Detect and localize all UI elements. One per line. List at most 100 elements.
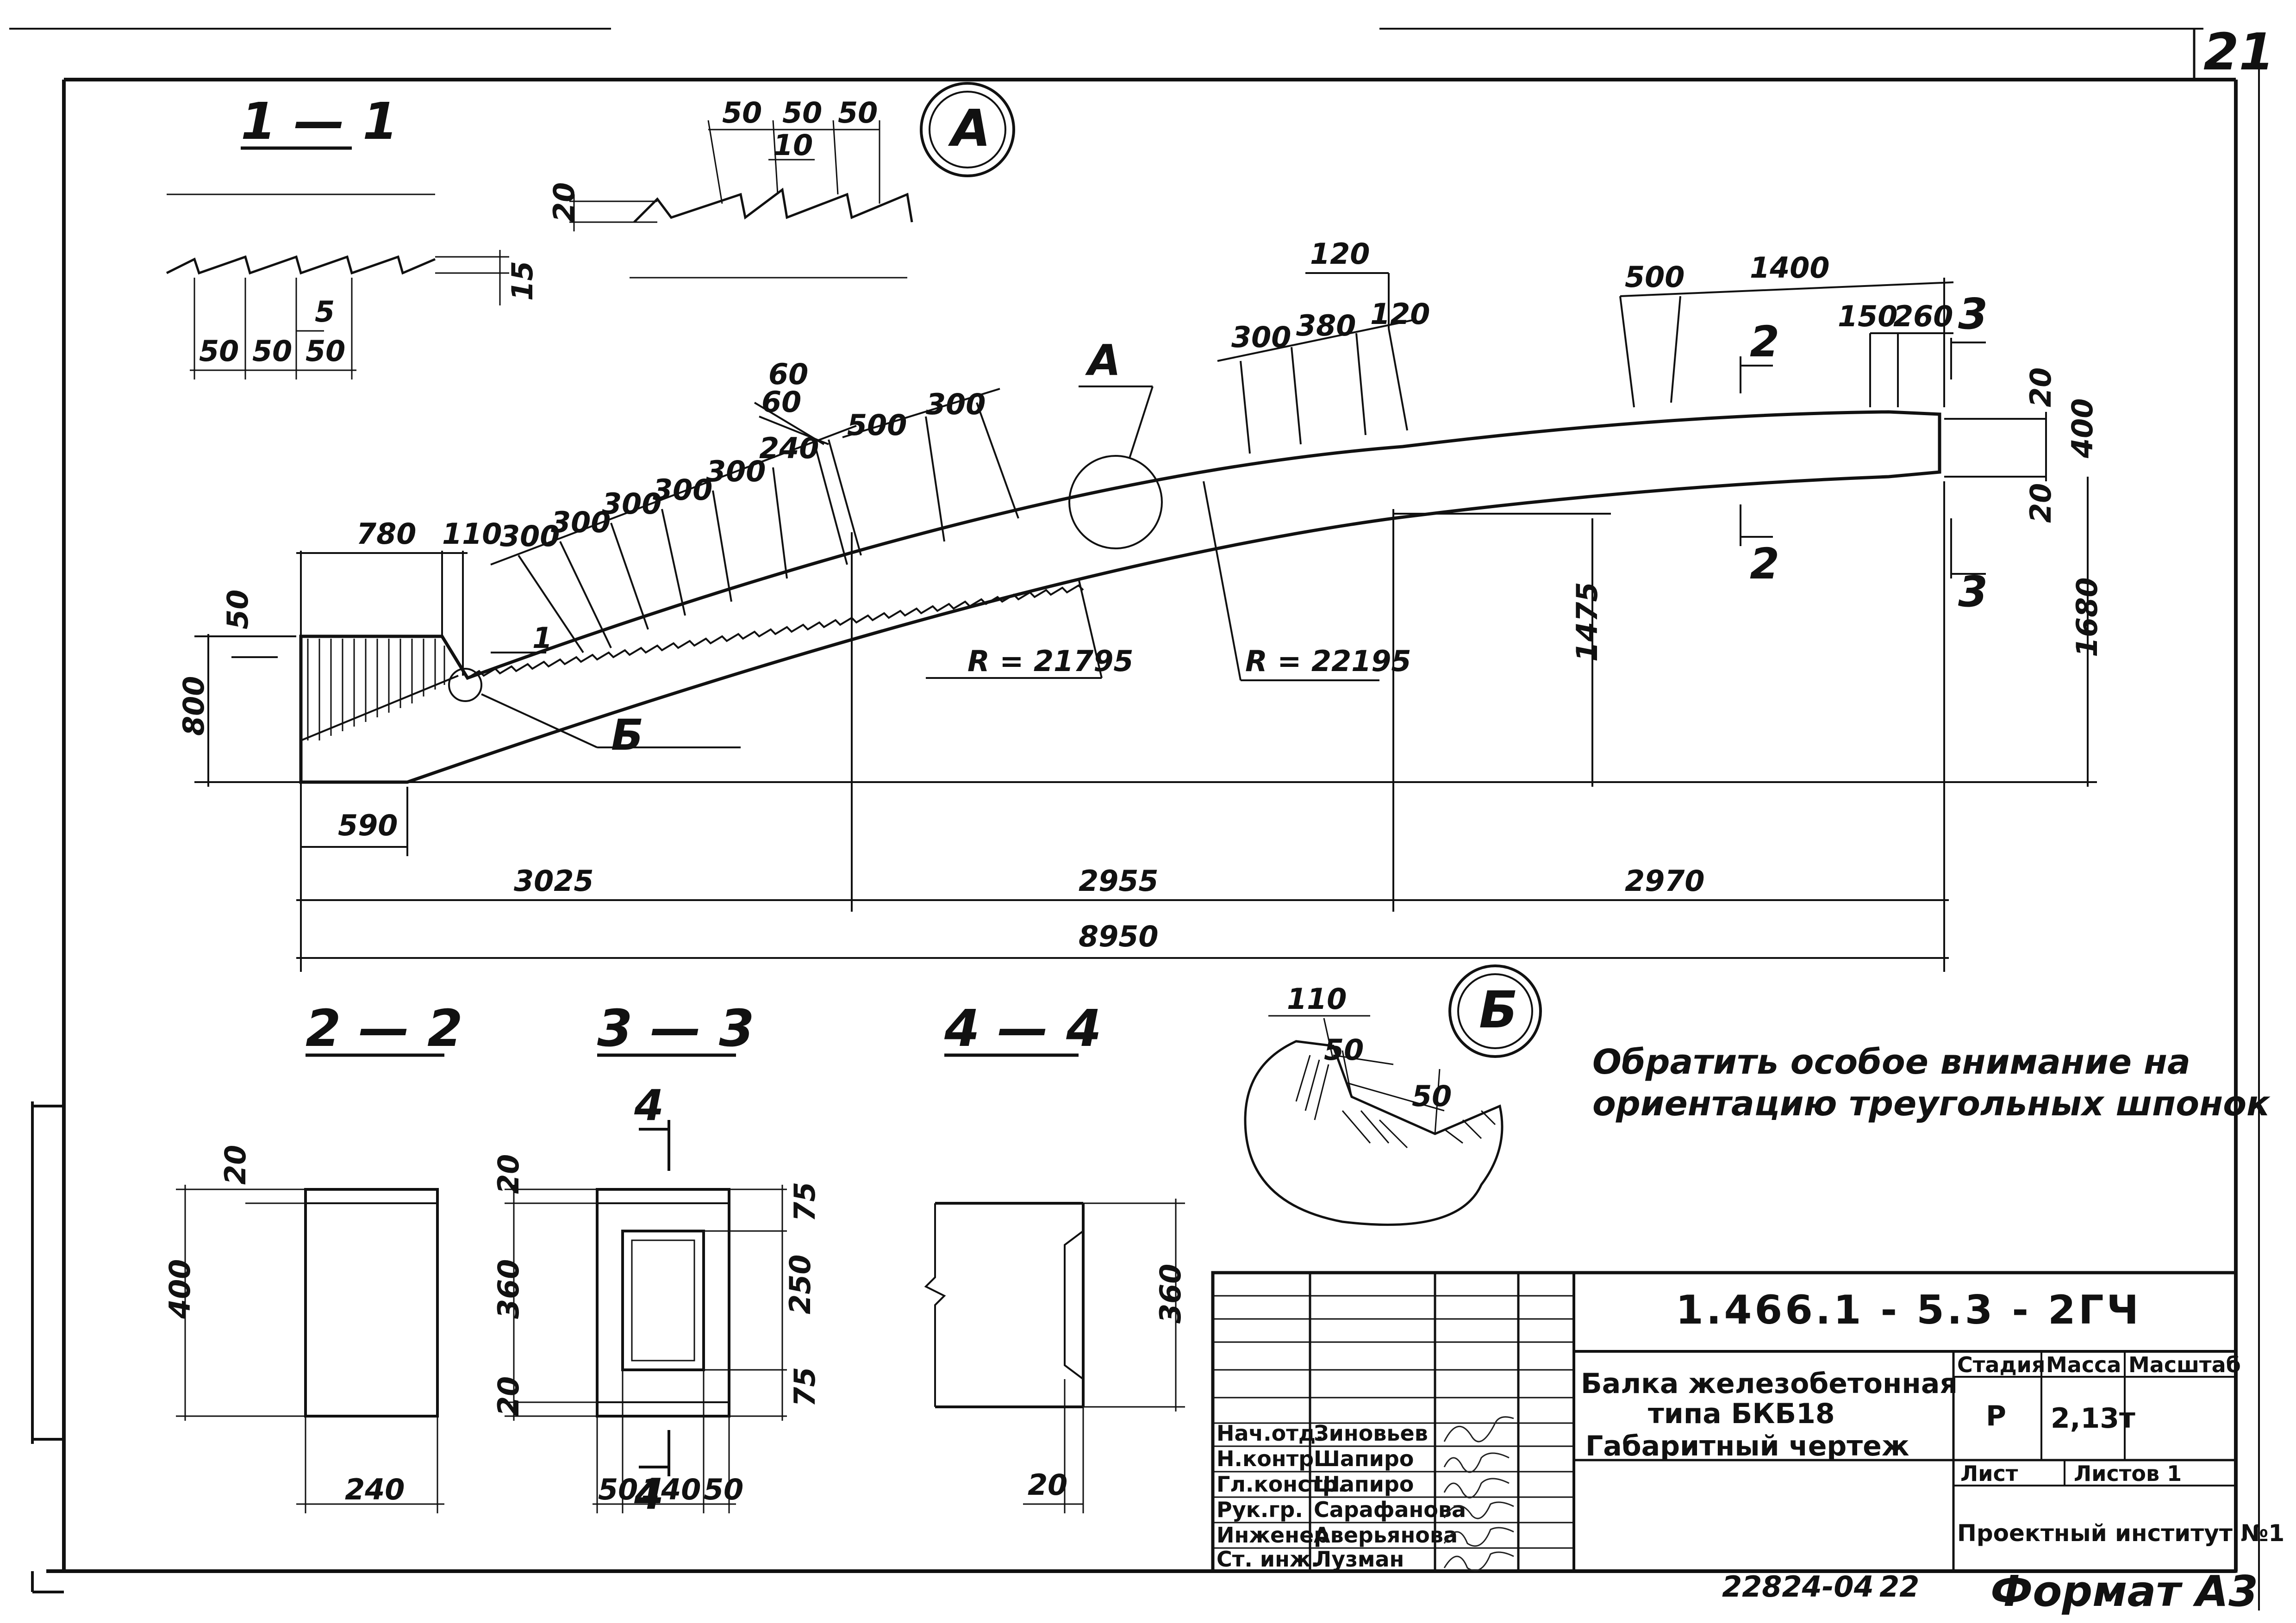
sec33-dim-w1: 50 (598, 1473, 638, 1506)
tb-code: 1.466.1 - 5.3 - 2ГЧ (1676, 1287, 2141, 1333)
cut-mark-1: 1 (532, 621, 552, 655)
dim-top-right-1: 500 (1625, 260, 1685, 294)
dim-top-right-2: 1400 (1750, 251, 1830, 285)
sec11-dim-3: 50 (306, 334, 345, 368)
detail-a-label: А (948, 99, 991, 158)
cut-mark-4-top: 4 (634, 1081, 664, 1130)
section-4-4 (924, 1053, 1185, 1513)
sec33-dim-bottom: 20 (492, 1376, 525, 1416)
footer-inventory: 22824-04 (1722, 1570, 1874, 1604)
tb-stage-value: Р (1986, 1400, 2006, 1432)
tb-role-3: Гл.констр. (1217, 1472, 1346, 1497)
tb-mass-value: 2,13т (2051, 1402, 2135, 1435)
dim-top-mid-2: 380 (1296, 309, 1356, 342)
tb-scale-label: Масштаб (2128, 1352, 2241, 1377)
footer-page: 22 (1879, 1570, 1919, 1604)
dim-seg1: 3025 (514, 864, 594, 898)
dim-top-left-4: 300 (653, 473, 712, 507)
dim-top-left-5: 300 (706, 454, 766, 488)
dim-top-left-2: 300 (551, 505, 611, 539)
dim-height-right: 1680 (2070, 577, 2104, 657)
section-title-2-2: 2 — 2 (306, 999, 463, 1058)
dim-left-notch: 110 (442, 517, 502, 551)
signatures (1443, 1416, 1514, 1572)
dim-left-bottom: 590 (338, 808, 398, 842)
dim-height-mid: 1475 (1570, 582, 1604, 662)
dim-height-end: 400 (2065, 398, 2099, 459)
detailB-dim-3: 50 (1412, 1079, 1452, 1113)
tb-name-person-4: Сарафанова (1314, 1497, 1466, 1522)
dim-top-left-7: 60 (768, 357, 808, 391)
tb-mass-label: Масса (2046, 1352, 2121, 1377)
dim-top-left-1: 300 (500, 519, 560, 553)
dim-top-left-6: 240 (759, 431, 819, 465)
sec44-dim-2: 20 (1028, 1468, 1067, 1502)
title-block (1211, 1271, 2238, 1573)
tb-name-1: Балка железобетонная (1581, 1368, 1958, 1400)
tb-sheets-label: Листов 1 (2074, 1461, 2182, 1486)
dim-seg3: 2970 (1625, 864, 1705, 898)
sec44-dim-1: 360 (1154, 1264, 1187, 1324)
tb-role-6: Ст. инж. (1217, 1547, 1319, 1572)
sec33-dim-w2: 140 (641, 1473, 701, 1506)
cut-mark-3-bottom: 3 (1958, 567, 1988, 616)
tb-name-person-3: Шапиро (1314, 1472, 1414, 1497)
callout-detail-a: А (1085, 336, 1121, 385)
detailA-dim-4: 10 (773, 128, 813, 162)
dim-top-left-10: 300 (926, 387, 986, 421)
detailB-dim-2: 50 (1324, 1033, 1364, 1067)
section-title-3-3: 3 — 3 (597, 999, 755, 1058)
sec22-dim-2: 400 (163, 1259, 197, 1319)
section-title-1-1: 1 — 1 (241, 92, 398, 151)
sec33-dim-height: 360 (492, 1259, 525, 1319)
main-dimension-lines (194, 272, 2097, 972)
dim-top-right-4: 260 (1893, 299, 1953, 333)
detailB-dim-1: 110 (1287, 982, 1347, 1016)
detailA-dim-5: 20 (547, 182, 581, 222)
cut-mark-2-bottom: 2 (1750, 539, 1779, 589)
beam-elevation (299, 410, 2046, 784)
tb-sheet-label: Лист (1960, 1461, 2018, 1486)
sec11-dim-2: 50 (252, 334, 292, 368)
sec33-dim-75-top: 75 (788, 1182, 822, 1222)
section-1-1 (166, 146, 509, 379)
tb-role-1: Нач.отд. (1217, 1421, 1323, 1446)
detailA-dim-2: 50 (782, 96, 822, 130)
dim-top-left-8: 60 (761, 385, 801, 419)
dim-top-left-3: 300 (602, 487, 661, 521)
tb-name-person-6: Лузман (1314, 1547, 1404, 1572)
dim-end-top: 20 (2024, 367, 2058, 407)
cut-mark-4-bottom: 4 (634, 1469, 664, 1519)
tb-name-3: Габаритный чертеж (1585, 1430, 1909, 1462)
callout-detail-b: Б (611, 710, 643, 760)
dim-end-bottom: 20 (2024, 483, 2058, 523)
sec22-dim-1: 20 (218, 1145, 252, 1185)
sheet-number: 21 (2203, 22, 2274, 81)
cut-mark-2-top: 2 (1750, 317, 1779, 367)
section-title-4-4: 4 — 4 (944, 999, 1102, 1058)
radius-outer: R = 22195 (1245, 644, 1411, 678)
dim-total: 8950 (1079, 920, 1159, 953)
sec33-dim-w3: 50 (704, 1473, 743, 1506)
tb-name-person-5: Аверьянова (1314, 1523, 1458, 1548)
radius-inner: R = 21795 (967, 644, 1134, 678)
sec22-dim-3: 240 (345, 1473, 405, 1506)
sec33-dim-top: 20 (492, 1154, 525, 1194)
dim-top-mid-3: 120 (1310, 237, 1370, 271)
sec11-dim-1: 50 (199, 334, 239, 368)
sec33-dim-250: 250 (783, 1255, 817, 1314)
tb-role-5: Инженер (1217, 1523, 1329, 1548)
sec11-dim-4: 5 (315, 295, 335, 329)
section-2-2 (176, 1053, 444, 1513)
detailA-dim-1: 50 (722, 96, 762, 130)
sec11-dim-5: 15 (505, 261, 539, 301)
tb-organization: Проектный институт №1 (1957, 1520, 2284, 1547)
tb-stage-label: Стадия (1957, 1352, 2045, 1377)
note-line-1: Обратить особое внимание на (1592, 1042, 2190, 1082)
section-3-3 (505, 1053, 787, 1513)
dim-top-mid-1: 300 (1231, 320, 1291, 354)
format-label: Формат А3 (1990, 1567, 2258, 1616)
note-line-2: ориентацию треугольных шпонок (1592, 1084, 2271, 1124)
detail-b-label: Б (1479, 980, 1518, 1039)
